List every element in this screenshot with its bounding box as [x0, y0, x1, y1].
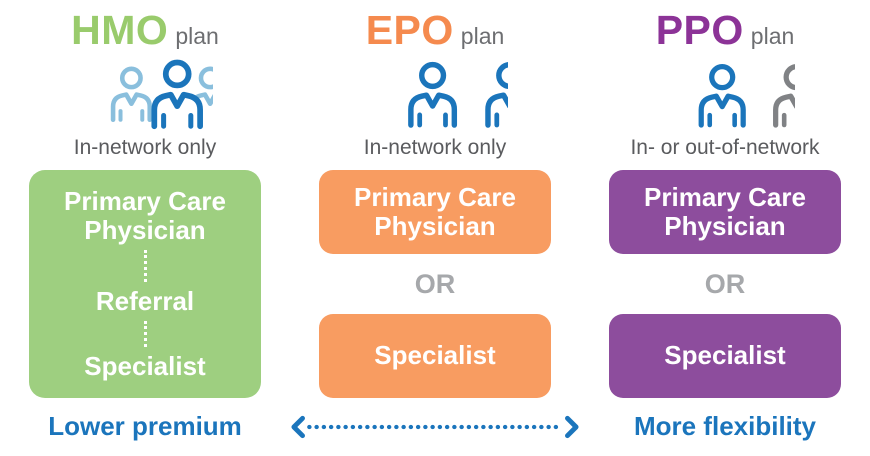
epo-network-label: In-network only [363, 136, 507, 159]
two-people-in-and-out-of-network-icon [655, 61, 795, 130]
ppo-network-label: In- or out-of-network [630, 136, 820, 159]
epo-primary-care-box: Primary Care Physician [319, 170, 551, 254]
epo-icon-row [290, 56, 580, 130]
tradeoff-footer: Lower premium More flexibility [0, 411, 870, 442]
hmo-specialist-label: Specialist [84, 351, 206, 382]
ppo-specialist-label: Specialist [664, 340, 786, 371]
ppo-primary-care-label: Primary Care Physician [644, 181, 806, 241]
more-flexibility-label: More flexibility [633, 411, 817, 441]
epo-title: EPO plan [290, 10, 580, 54]
ppo-column: PPO plan In- or out-of-network Primary C… [580, 10, 870, 398]
ppo-title: PPO plan [580, 10, 870, 54]
ppo-acronym: PPO [655, 7, 744, 53]
lower-premium-label: Lower premium [48, 411, 242, 441]
hmo-primary-care-label: Primary Care Physician [64, 185, 226, 245]
ppo-plan-word: plan [750, 23, 795, 49]
epo-primary-care-label: Primary Care Physician [354, 181, 516, 241]
epo-acronym: EPO [365, 7, 454, 53]
hmo-flow-box: Primary Care Physician Referral Speciali… [29, 170, 261, 398]
hmo-icon-row [0, 56, 290, 130]
epo-or-label: OR [414, 268, 456, 299]
ppo-icon-row [580, 56, 870, 130]
ppo-specialist-box: Specialist [609, 314, 841, 398]
three-people-icon [77, 58, 213, 130]
hmo-title: HMO plan [0, 10, 290, 54]
hmo-column: HMO plan In-network only Primary Care Ph… [0, 10, 290, 398]
epo-column: EPO plan In-network only Primary Care Ph… [290, 10, 580, 398]
hmo-referral-label: Referral [95, 286, 195, 316]
double-headed-dotted-arrow-icon [291, 415, 579, 438]
ppo-primary-care-box: Primary Care Physician [609, 170, 841, 254]
dotted-connector [143, 321, 147, 348]
dotted-connector [143, 250, 147, 282]
epo-specialist-box: Specialist [319, 314, 551, 398]
ppo-or-label: OR [704, 268, 746, 299]
epo-plan-word: plan [460, 23, 505, 49]
hmo-acronym: HMO [71, 7, 169, 53]
epo-specialist-label: Specialist [374, 340, 496, 371]
two-people-icon [363, 59, 508, 130]
hmo-plan-word: plan [175, 23, 219, 49]
hmo-network-label: In-network only [73, 136, 217, 159]
